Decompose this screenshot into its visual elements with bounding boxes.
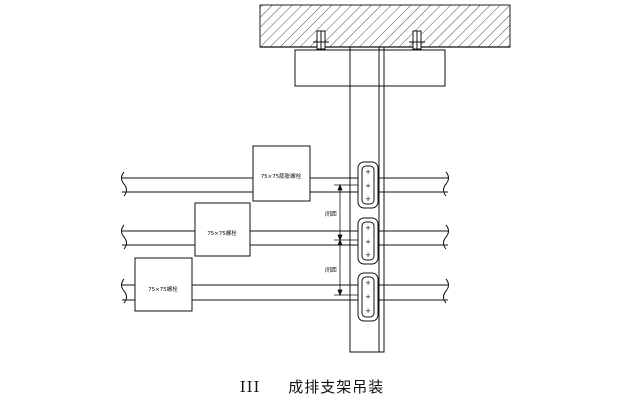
svg-text:+: + — [365, 293, 371, 301]
svg-text:+: + — [365, 224, 371, 232]
anchor-bolt-left — [313, 30, 329, 50]
svg-text:+: + — [365, 182, 371, 190]
figure-number: III — [239, 378, 261, 396]
label-box-middle: 75×75螺栓 — [194, 202, 251, 257]
mounting-plate — [294, 49, 446, 87]
figure-title: 成排支架吊装 — [288, 378, 385, 396]
spacing-label-lower: 间距 — [325, 266, 337, 274]
svg-text:+: + — [365, 307, 371, 315]
svg-text:+: + — [365, 195, 371, 203]
pipe-clamp-middle: + + + — [357, 217, 379, 265]
pipe-clamp-top: + + + — [357, 161, 379, 209]
anchor-bolt-right — [409, 30, 425, 50]
label-box-middle-text: 75×75螺栓 — [207, 229, 237, 237]
svg-text:+: + — [365, 279, 371, 287]
spacing-dimensions — [334, 183, 358, 297]
svg-text:+: + — [365, 168, 371, 176]
figure-caption: III 成排支架吊装 — [0, 376, 624, 397]
pipe-clamp-bottom: + + + — [357, 272, 379, 322]
concrete-slab — [259, 4, 511, 48]
label-box-low-text: 75×75螺栓 — [148, 285, 178, 293]
svg-text:+: + — [365, 251, 371, 259]
spacing-label-upper: 间距 — [325, 210, 337, 218]
hanger-post — [349, 46, 385, 353]
label-box-top-text: 75×75膨胀螺栓 — [261, 172, 302, 180]
label-box-top: 75×75膨胀螺栓 — [252, 145, 311, 202]
svg-text:+: + — [365, 238, 371, 246]
label-box-low: 75×75螺栓 — [134, 257, 193, 312]
